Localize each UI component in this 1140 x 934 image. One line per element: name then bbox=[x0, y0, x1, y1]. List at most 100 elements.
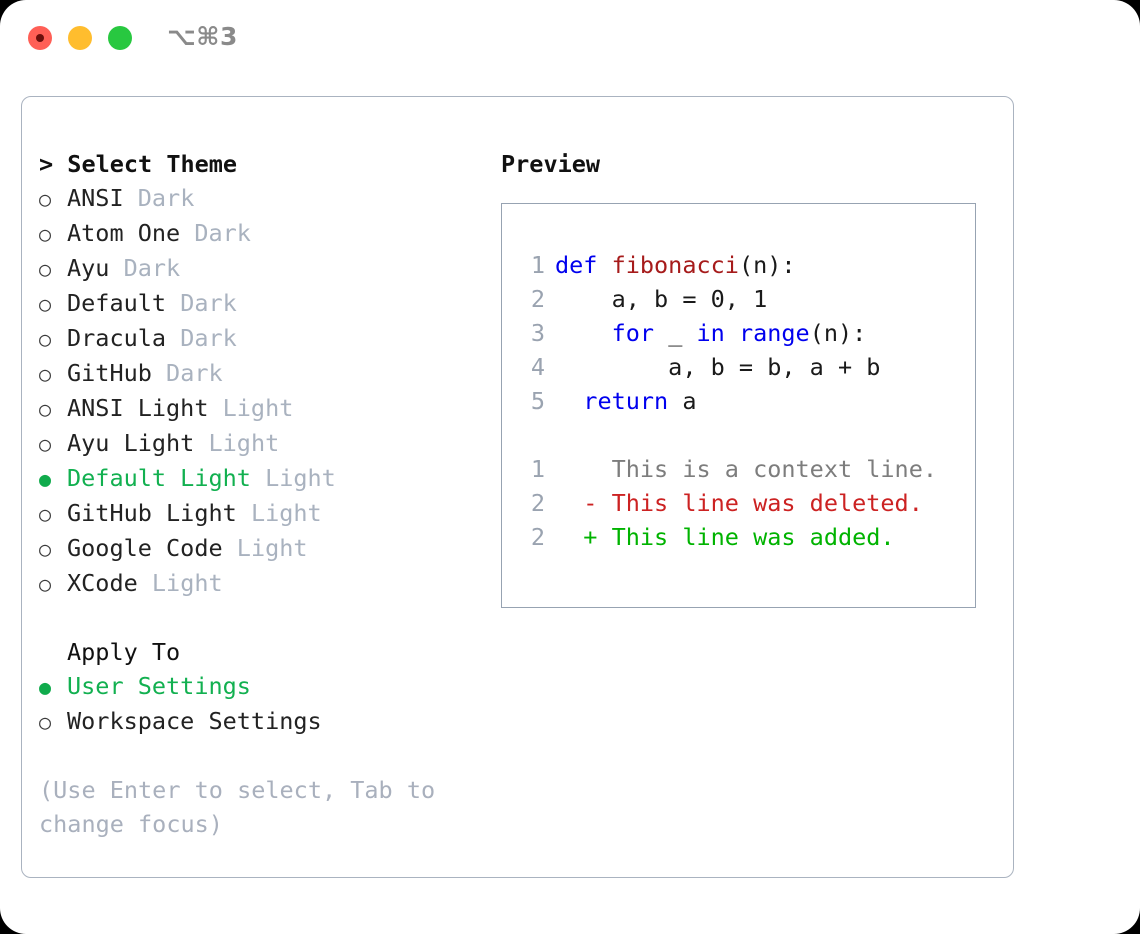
radio-unselected-icon: ○ bbox=[39, 257, 52, 281]
line-number: 1 bbox=[530, 455, 545, 483]
code-token: a bbox=[682, 387, 697, 415]
theme-name: Default bbox=[67, 289, 167, 317]
line-number: 3 bbox=[530, 319, 545, 347]
line-number: 1 bbox=[530, 251, 545, 279]
spacer bbox=[166, 286, 180, 320]
theme-variant-tag: Light bbox=[250, 499, 322, 527]
theme-list-item[interactable]: ○ Google Code Light bbox=[39, 531, 479, 566]
apply-to-label: Workspace Settings bbox=[67, 707, 322, 735]
theme-selector-column: > Select Theme ○ ANSI Dark○ Atom One Dar… bbox=[39, 147, 479, 841]
theme-list-item[interactable]: ○ GitHub Dark bbox=[39, 356, 479, 391]
apply-to-item[interactable]: ○ Workspace Settings bbox=[39, 704, 479, 739]
apply-to-list: ● User Settings○ Workspace Settings bbox=[39, 669, 479, 739]
spacer bbox=[138, 566, 152, 600]
code-token: return bbox=[583, 387, 683, 415]
theme-list-item[interactable]: ○ ANSI Dark bbox=[39, 181, 479, 216]
select-theme-header: > Select Theme bbox=[39, 150, 238, 178]
close-button[interactable] bbox=[28, 26, 52, 50]
theme-list-item[interactable]: ○ ANSI Light Light bbox=[39, 391, 479, 426]
code-token: range bbox=[738, 319, 810, 347]
code-token: a, b = b, a + b bbox=[555, 353, 881, 381]
spacer bbox=[53, 704, 67, 738]
theme-variant-tag: Light bbox=[208, 429, 280, 457]
radio-unselected-icon: ○ bbox=[39, 537, 52, 561]
code-line: 4 a, b = b, a + b bbox=[519, 350, 937, 384]
theme-list-item[interactable]: ○ Dracula Dark bbox=[39, 321, 479, 356]
line-number: 2 bbox=[530, 523, 545, 551]
theme-variant-tag: Dark bbox=[180, 324, 237, 352]
spacer bbox=[166, 321, 180, 355]
theme-list-item[interactable]: ○ Ayu Dark bbox=[39, 251, 479, 286]
radio-unselected-icon: ○ bbox=[39, 710, 52, 734]
theme-name: Google Code bbox=[67, 534, 223, 562]
diff-line: 2 - This line was deleted. bbox=[519, 486, 937, 520]
diff-marker bbox=[555, 455, 612, 483]
keyboard-shortcut-label: ⌥⌘3 bbox=[167, 22, 238, 51]
apply-to-item[interactable]: ● User Settings bbox=[39, 669, 479, 704]
theme-variant-tag: Dark bbox=[180, 289, 237, 317]
diff-text: This is a context line. bbox=[611, 455, 938, 483]
theme-list: ○ ANSI Dark○ Atom One Dark○ Ayu Dark○ De… bbox=[39, 181, 479, 601]
spacer bbox=[194, 426, 208, 460]
spacer bbox=[223, 531, 237, 565]
preview-title: Preview bbox=[501, 150, 601, 178]
minimize-button[interactable] bbox=[68, 26, 92, 50]
radio-unselected-icon: ○ bbox=[39, 187, 52, 211]
code-line: 2 a, b = 0, 1 bbox=[519, 282, 937, 316]
theme-name: GitHub Light bbox=[67, 499, 237, 527]
radio-unselected-icon: ○ bbox=[39, 397, 52, 421]
theme-variant-tag: Dark bbox=[194, 219, 251, 247]
radio-selected-icon: ● bbox=[39, 467, 52, 491]
theme-name: ANSI bbox=[67, 184, 124, 212]
line-number: 2 bbox=[530, 285, 545, 313]
maximize-button[interactable] bbox=[108, 26, 132, 50]
line-number: 5 bbox=[530, 387, 545, 415]
theme-list-item[interactable]: ○ Atom One Dark bbox=[39, 216, 479, 251]
diff-line: 2 + This line was added. bbox=[519, 520, 937, 554]
window-controls bbox=[28, 26, 132, 50]
code-token: _ bbox=[668, 319, 697, 347]
radio-selected-icon: ● bbox=[39, 675, 52, 699]
radio-unselected-icon: ○ bbox=[39, 572, 52, 596]
diff-line: 1 This is a context line. bbox=[519, 452, 937, 486]
spacer bbox=[53, 251, 67, 285]
spacer bbox=[237, 496, 251, 530]
spacer bbox=[53, 391, 67, 425]
radio-unselected-icon: ○ bbox=[39, 327, 52, 351]
spacer bbox=[53, 461, 67, 495]
diff-marker: - bbox=[555, 489, 612, 517]
theme-list-item[interactable]: ○ GitHub Light Light bbox=[39, 496, 479, 531]
code-blank-line bbox=[519, 418, 937, 452]
theme-list-item[interactable]: ○ Ayu Light Light bbox=[39, 426, 479, 461]
list-spacer bbox=[39, 601, 479, 635]
theme-name: Atom One bbox=[67, 219, 181, 247]
theme-variant-tag: Light bbox=[265, 464, 336, 492]
code-line: 5 return a bbox=[519, 384, 937, 418]
radio-unselected-icon: ○ bbox=[39, 502, 52, 526]
theme-name: XCode bbox=[67, 569, 138, 597]
spacer bbox=[53, 321, 67, 355]
code-token: a, b = 0, 1 bbox=[555, 285, 768, 313]
theme-variant-tag: Light bbox=[222, 394, 294, 422]
spacer bbox=[53, 286, 67, 320]
spacer bbox=[251, 461, 265, 495]
spacer bbox=[152, 356, 166, 390]
apply-to-header: Apply To bbox=[67, 638, 181, 666]
spacer bbox=[53, 566, 67, 600]
radio-unselected-icon: ○ bbox=[39, 432, 52, 456]
spacer bbox=[53, 216, 67, 250]
theme-list-item[interactable]: ● Default Light Light bbox=[39, 461, 479, 496]
hint-spacer bbox=[39, 739, 479, 773]
code-token: fibonacci bbox=[611, 251, 739, 279]
theme-list-item[interactable]: ○ XCode Light bbox=[39, 566, 479, 601]
diff-text: This line was added. bbox=[611, 523, 895, 551]
title-bar: ⌥⌘3 bbox=[0, 0, 1140, 78]
spacer bbox=[124, 181, 138, 215]
code-line: 3 for _ in range(n): bbox=[519, 316, 937, 350]
theme-list-item[interactable]: ○ Default Dark bbox=[39, 286, 479, 321]
radio-unselected-icon: ○ bbox=[39, 222, 52, 246]
